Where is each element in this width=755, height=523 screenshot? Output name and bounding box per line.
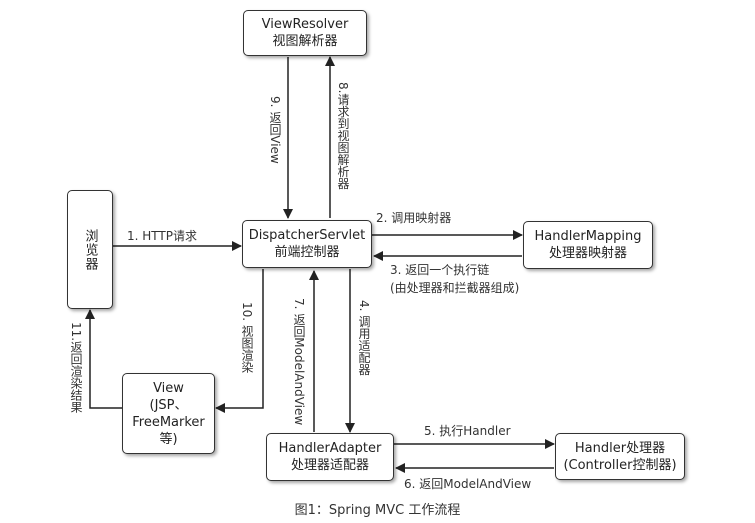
handler-adapter-subtitle: 处理器适配器 bbox=[290, 458, 369, 473]
view-line-jsp: (JSP、 bbox=[149, 397, 188, 413]
dispatcher-servlet-node: DispatcherServlet 前端控制器 bbox=[242, 220, 372, 268]
handler-subtitle: (Controller控制器) bbox=[563, 457, 677, 473]
edge-label-4: 4. 调用适配器 bbox=[357, 300, 371, 376]
view-line-etc: 等) bbox=[159, 431, 178, 447]
dispatcher-title: DispatcherServlet bbox=[248, 228, 366, 243]
edge-label-8: 8.请求到视图解析器 bbox=[336, 82, 350, 190]
handler-adapter-node: HandlerAdapter 处理器适配器 bbox=[266, 433, 394, 481]
browser-node: 浏览器 bbox=[67, 190, 113, 309]
handler-mapping-node: HandlerMapping 处理器映射器 bbox=[523, 221, 653, 269]
handler-mapping-title: HandlerMapping bbox=[534, 229, 642, 244]
arrow-11 bbox=[85, 309, 122, 409]
edge-label-3-line2: (由处理器和拦截器组成) bbox=[390, 281, 520, 295]
edge-label-7: 7. 返回ModelAndView bbox=[292, 298, 306, 426]
edge-label-1: 1. HTTP请求 bbox=[127, 229, 197, 243]
view-resolver-subtitle: 视图解析器 bbox=[272, 34, 338, 49]
edge-label-3-line1: 3. 返回一个执行链 bbox=[390, 263, 490, 277]
handler-node: Handler处理器 (Controller控制器) bbox=[555, 433, 685, 480]
edge-label-6: 6. 返回ModelAndView bbox=[404, 477, 532, 491]
edge-label-9: 9. 返回View bbox=[268, 96, 282, 164]
view-node: View (JSP、 FreeMarker 等) bbox=[122, 373, 215, 454]
view-line-freemarker: FreeMarker bbox=[132, 414, 205, 430]
arrow-10 bbox=[215, 269, 264, 413]
figure-caption: 图1：Spring MVC 工作流程 bbox=[294, 503, 461, 518]
edge-label-11: 11.返回渲染结果 bbox=[69, 322, 83, 414]
edge-label-5: 5. 执行Handler bbox=[424, 424, 511, 438]
view-resolver-title: ViewResolver bbox=[261, 17, 349, 32]
browser-label: 浏览器 bbox=[82, 228, 98, 271]
edge-label-10: 10. 视图渲染 bbox=[240, 302, 254, 373]
handler-adapter-title: HandlerAdapter bbox=[278, 441, 382, 456]
view-title: View bbox=[153, 380, 184, 396]
view-resolver-node: ViewResolver 视图解析器 bbox=[243, 10, 367, 56]
dispatcher-subtitle: 前端控制器 bbox=[274, 245, 340, 260]
handler-mapping-subtitle: 处理器映射器 bbox=[548, 246, 627, 261]
handler-title: Handler处理器 bbox=[574, 440, 666, 456]
edge-label-2: 2. 调用映射器 bbox=[376, 211, 452, 225]
